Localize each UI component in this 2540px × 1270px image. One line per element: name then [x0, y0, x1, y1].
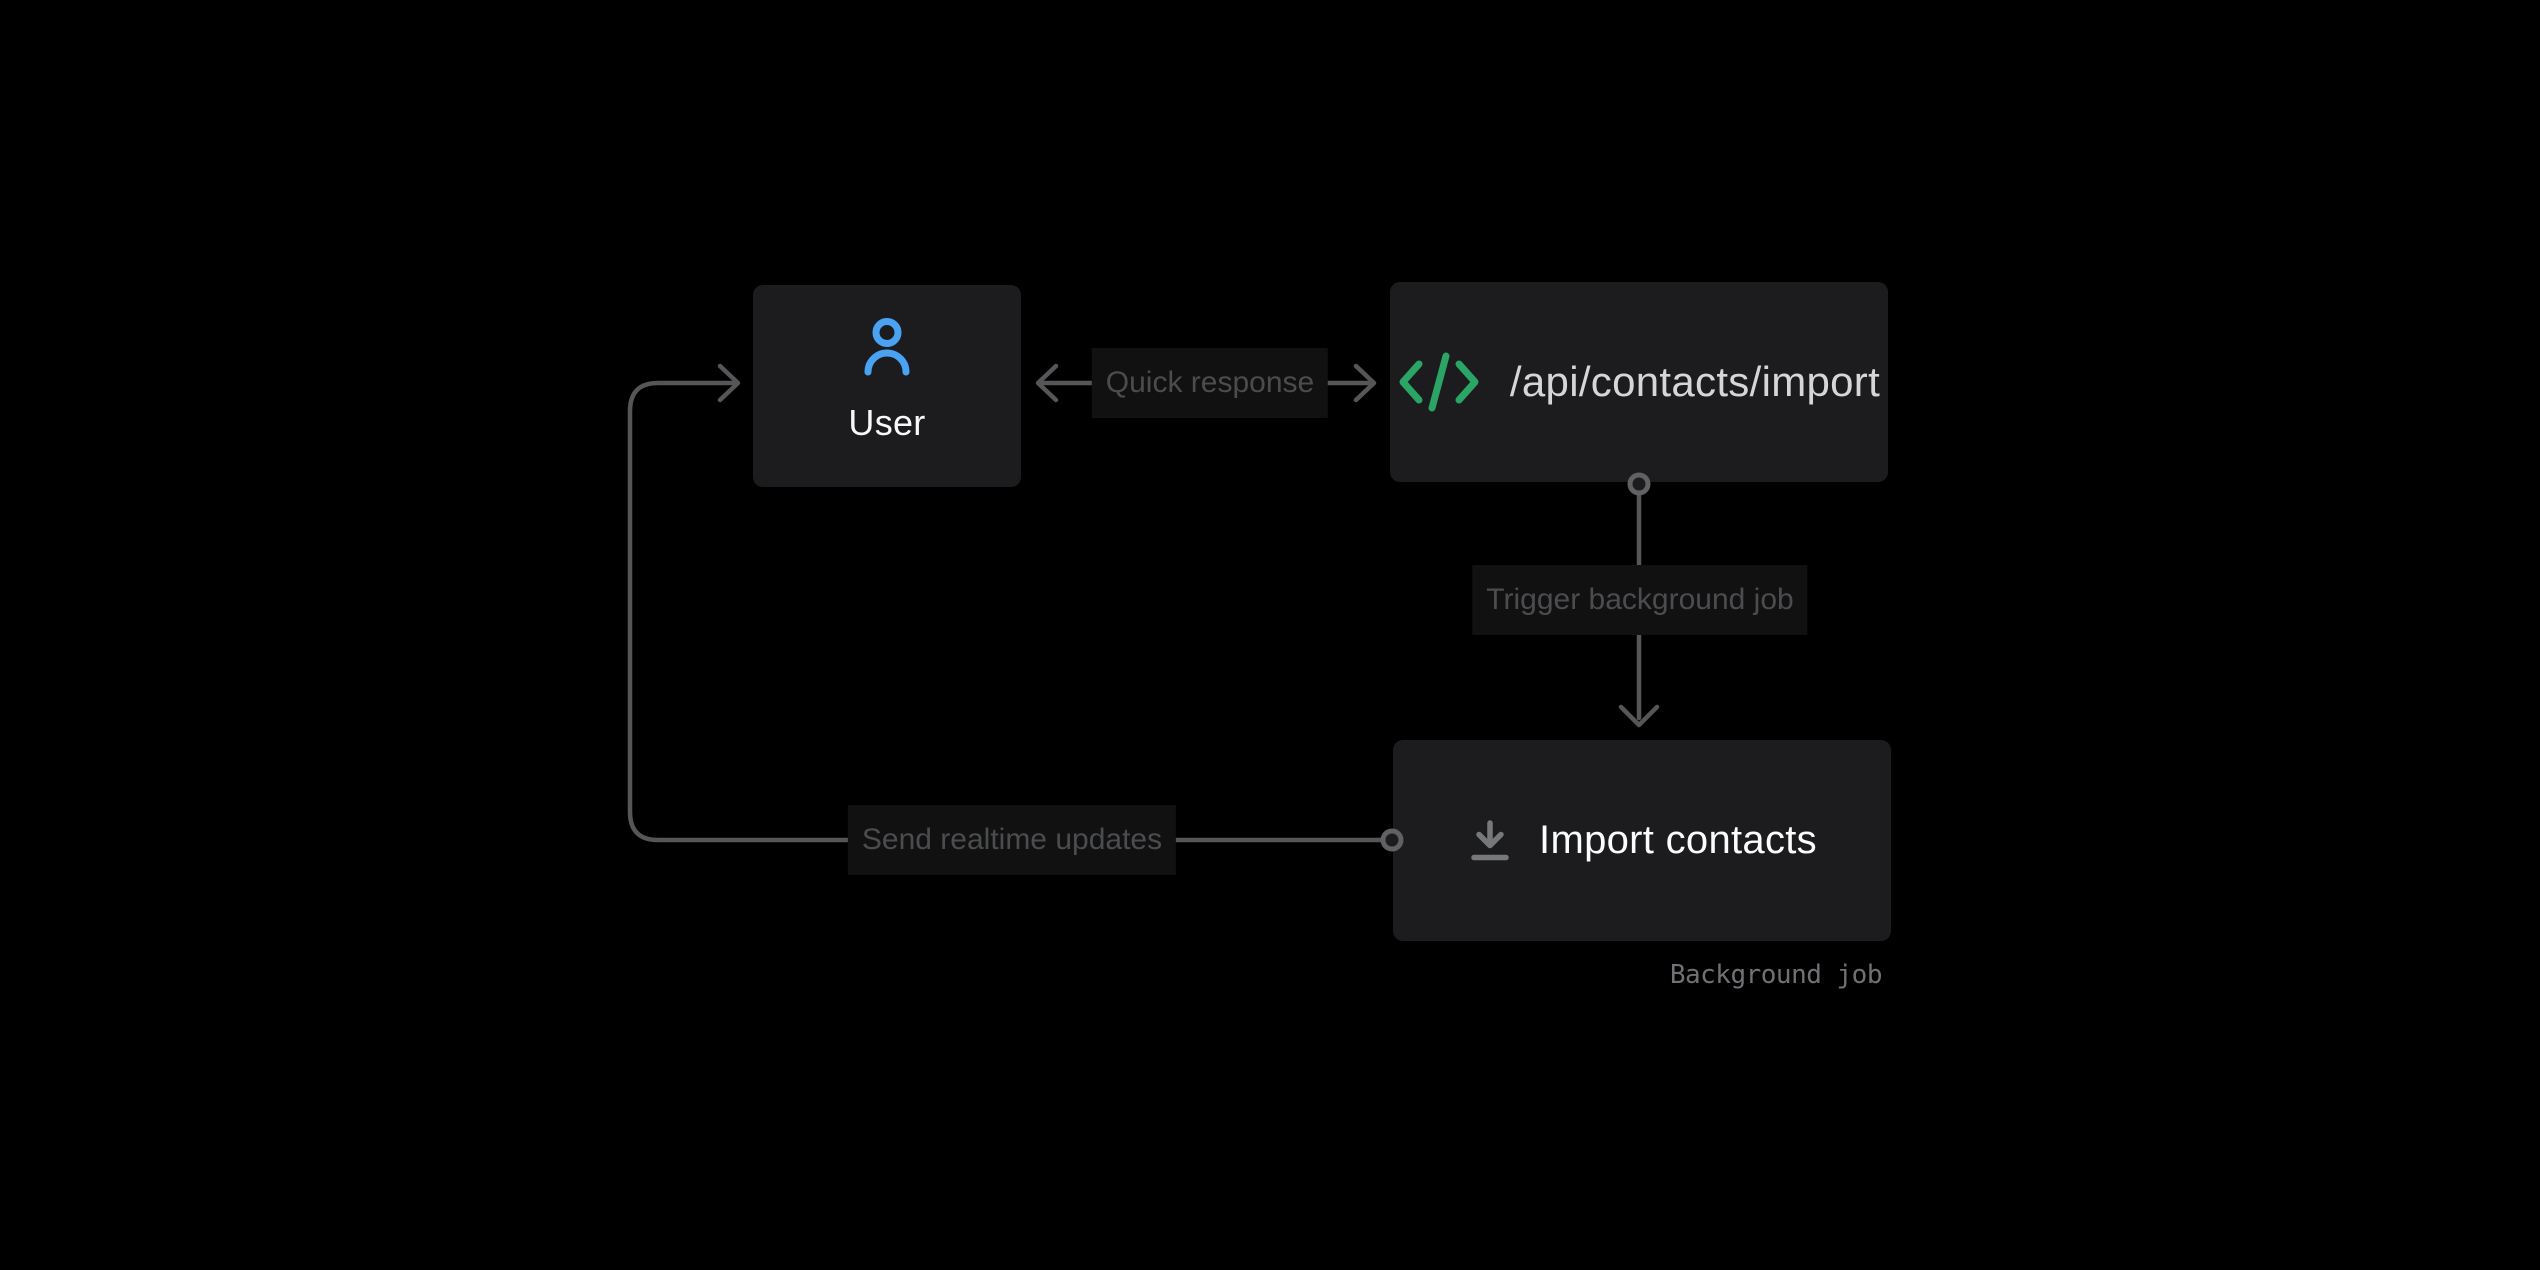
edge-label-trigger-background-job: Trigger background job	[1472, 565, 1808, 635]
port-api-bottom	[1627, 472, 1651, 496]
download-icon	[1471, 819, 1509, 860]
node-user: User	[753, 285, 1021, 487]
arrowhead-right-icon	[717, 363, 741, 403]
code-icon	[1399, 352, 1479, 412]
port-import-left	[1380, 828, 1404, 852]
node-import-contacts-label: Import contacts	[1539, 818, 1817, 862]
edge-label-quick-response: Quick response	[1091, 348, 1329, 418]
arrowhead-down-icon	[1618, 704, 1660, 728]
edge-label-send-realtime-updates: Send realtime updates	[847, 805, 1177, 875]
edge-send-realtime-updates	[627, 363, 1387, 843]
arrowhead-left-icon	[1035, 363, 1059, 403]
node-user-label: User	[848, 402, 926, 443]
user-icon	[864, 318, 910, 376]
node-api-endpoint-label: /api/contacts/import	[1509, 358, 1881, 405]
node-import-contacts: Import contacts	[1393, 740, 1891, 941]
arrowhead-right-icon	[1353, 363, 1377, 403]
node-api-endpoint: /api/contacts/import	[1390, 282, 1888, 482]
background-job-annotation: Background job	[1669, 960, 1883, 990]
edge-realtime-line	[627, 380, 1387, 843]
